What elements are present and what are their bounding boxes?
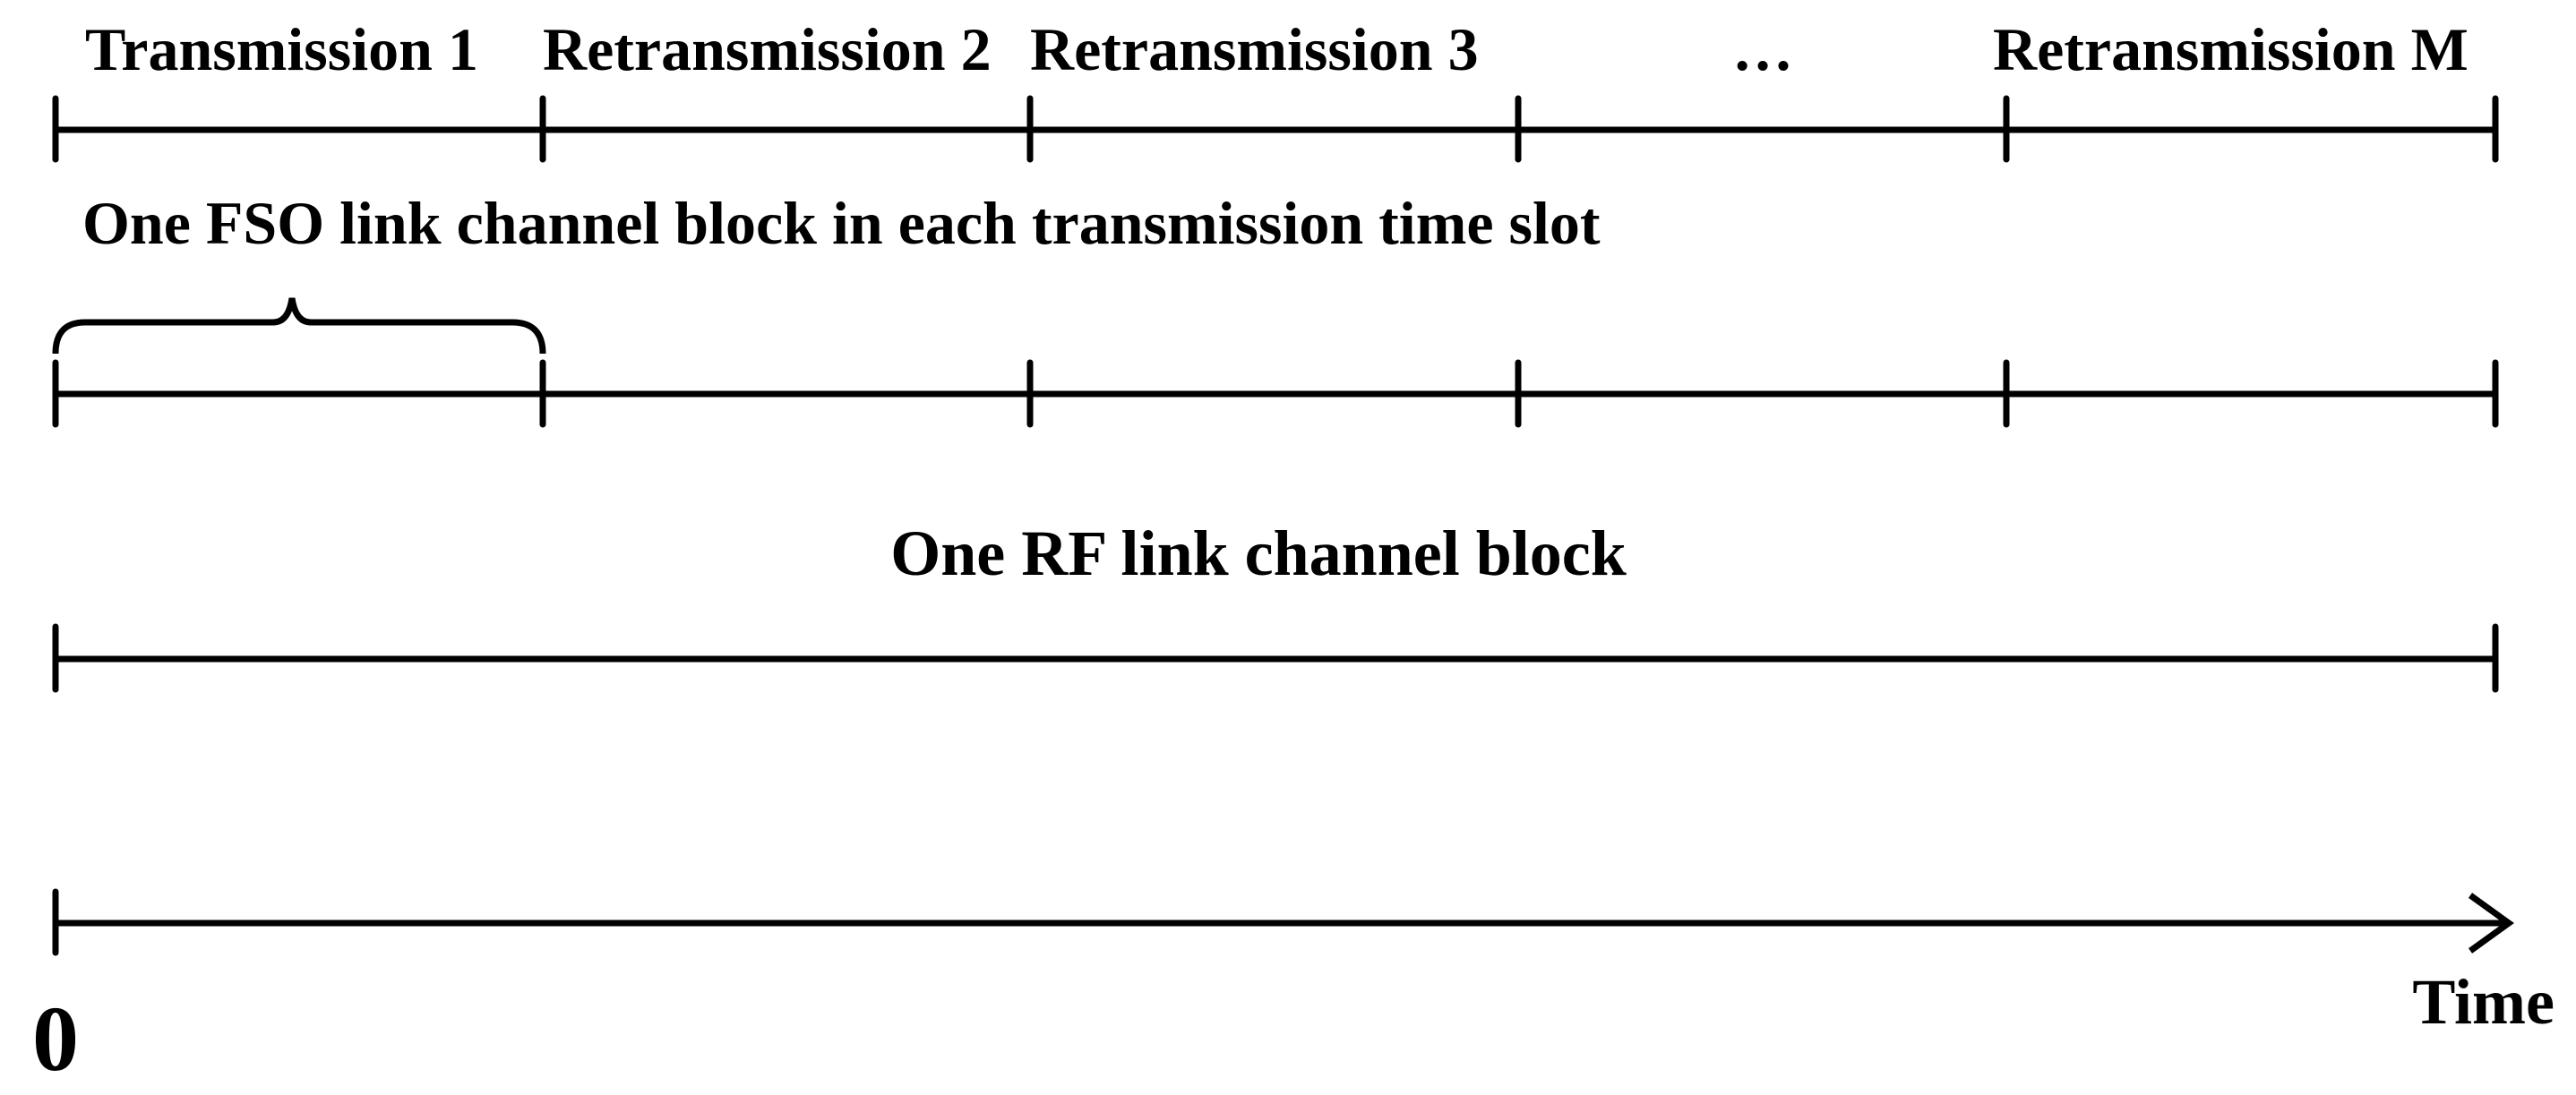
fso-block-brace (52, 297, 546, 355)
time-axis (52, 888, 2514, 956)
rf-channel-label: One RF link channel block (890, 518, 1627, 589)
fso-timeline (52, 359, 2499, 428)
transmission-1-label: Transmission 1 (85, 15, 478, 83)
ellipsis-label: … (1732, 15, 1793, 83)
retransmission-2-label: Retransmission 2 (543, 15, 992, 83)
time-axis-arrowhead (2468, 893, 2514, 954)
axis-time-label: Time (2412, 966, 2555, 1038)
retransmission-3-label: Retransmission 3 (1030, 15, 1479, 83)
rf-timeline (52, 623, 2499, 693)
axis-origin-label: 0 (32, 988, 79, 1091)
transmission-timeline (52, 95, 2499, 163)
fso-channel-label: One FSO link channel block in each trans… (82, 189, 1601, 257)
retransmission-m-label: Retransmission M (1993, 15, 2469, 83)
